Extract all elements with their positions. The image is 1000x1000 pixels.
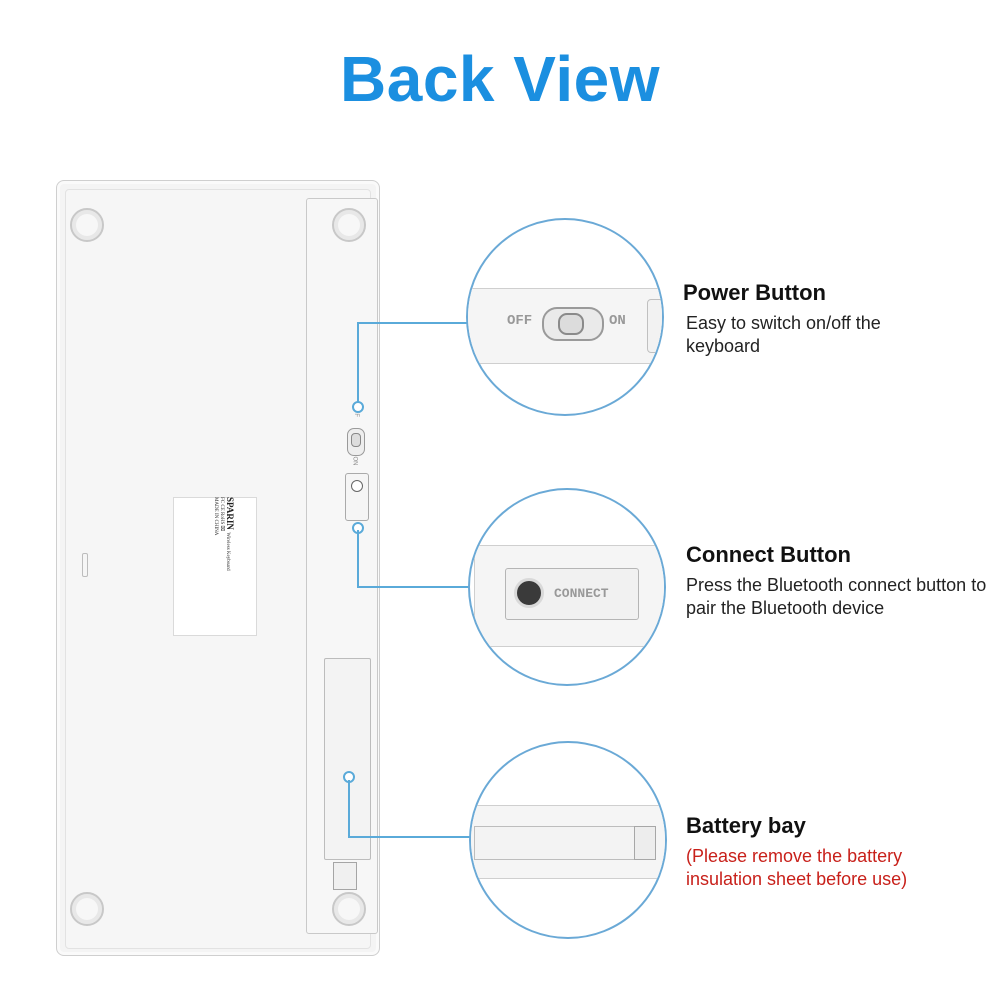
zoom-battery-cover[interactable] (474, 826, 636, 860)
zoom-power-switch[interactable] (542, 307, 604, 341)
power-description: Easy to switch on/off the keyboard (686, 313, 881, 356)
power-zoom-circle: OFF ON (466, 218, 664, 416)
battery-zoom-panel (471, 805, 665, 879)
power-zoom-panel: OFF ON (468, 288, 662, 364)
battery-latch[interactable] (333, 862, 357, 890)
battery-zoom-circle (469, 741, 667, 939)
product-sticker: SPARIN Wireless Keyboard FC CE RoHS ⌧ MA… (173, 497, 257, 636)
connect-callout-line-h (357, 586, 469, 588)
connect-callout-line-v (357, 530, 359, 588)
battery-description: (Please remove the battery insulation sh… (686, 846, 908, 889)
power-callout-line-v (357, 322, 359, 402)
zoom-connect-hole-icon (514, 578, 544, 608)
zoom-connect-label: CONNECT (554, 586, 609, 601)
power-switch-knob (351, 433, 361, 447)
sticker-brand: SPARIN (225, 497, 235, 530)
zoom-battery-latch[interactable] (634, 826, 656, 860)
power-heading: Power Button (683, 280, 826, 305)
battery-callout-line-v (348, 780, 350, 838)
zoom-power-switch-knob (558, 313, 584, 335)
rubber-foot-bottom-right (332, 892, 366, 926)
battery-heading: Battery bay (686, 813, 806, 838)
connect-heading: Connect Button (686, 542, 851, 567)
slot-indicator (82, 553, 88, 577)
power-callout-line-h (357, 322, 467, 324)
sticker-origin: MADE IN CHINA (213, 497, 218, 536)
zoom-on-label: ON (609, 313, 626, 329)
battery-callout-line-h (348, 836, 470, 838)
connect-button-hole (351, 480, 363, 492)
zoom-off-label: OFF (507, 313, 533, 329)
zoom-connect-button[interactable]: CONNECT (505, 568, 639, 620)
rubber-foot-bottom-left (70, 892, 104, 926)
rubber-foot-top-left (70, 208, 104, 242)
zoom-adjacent-part (647, 299, 662, 353)
sticker-text: SPARIN Wireless Keyboard FC CE RoHS ⌧ MA… (197, 497, 235, 635)
connect-description: Press the Bluetooth connect button to pa… (686, 575, 987, 618)
battery-cover[interactable] (324, 658, 371, 860)
connect-zoom-panel: CONNECT (474, 545, 664, 647)
page-title: Back View (340, 43, 660, 115)
connect-zoom-circle: CONNECT (468, 488, 666, 686)
connect-button[interactable] (345, 473, 369, 521)
power-callout-dot (352, 401, 364, 413)
power-switch[interactable] (347, 428, 365, 456)
rubber-foot-top-right (332, 208, 366, 242)
switch-on-label-small: ON (351, 456, 358, 466)
sticker-product: Wireless Keyboard (225, 532, 230, 571)
